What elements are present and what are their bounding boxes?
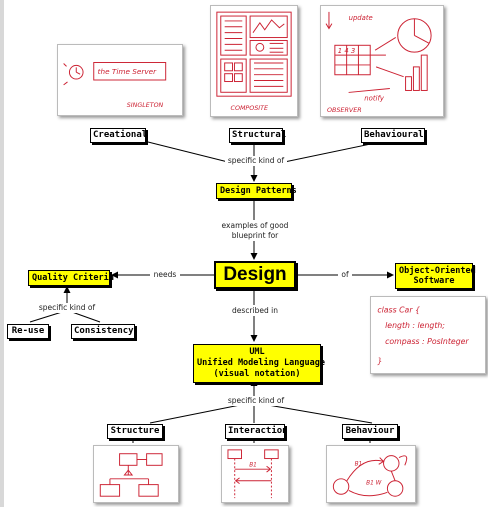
node-object-oriented[interactable]: Object-Oriented Software (395, 263, 476, 289)
label-specific-kind-quality: specific kind of (36, 303, 98, 313)
singleton-sketch: the Time Server SINGLETON (57, 44, 183, 116)
edge-behavioural (269, 139, 391, 166)
node-uml-line3: (visual notation) (213, 369, 301, 379)
sequence-msg-label: B1 (249, 462, 257, 468)
edge-behaviour (267, 404, 373, 424)
code-sketch: class Car { length : length; compass : P… (370, 296, 486, 374)
singleton-drawing: the Time Server SINGLETON (63, 62, 167, 109)
node-behaviour[interactable]: Behaviour (342, 424, 398, 439)
node-consistency[interactable]: Consistency (71, 324, 135, 339)
observer-sketch: 1 4 3 update notify OBSERVER (320, 5, 444, 117)
observer-drawing: 1 4 3 update notify OBSERVER (325, 11, 432, 114)
node-uml-line1: UML (249, 347, 265, 357)
sequence-diagram-drawing: B1 (227, 449, 279, 499)
node-oo-line1: Object-Oriented (399, 266, 476, 276)
code-line-3: compass : PosInteger (385, 337, 469, 346)
label-examples-blueprint: examples of good blueprint for (215, 221, 295, 241)
class-diagram-drawing (99, 453, 163, 497)
label-specific-kind-patterns: specific kind of (225, 156, 287, 166)
edge-consistency (71, 311, 101, 323)
code-line-2: length : length; (385, 321, 445, 330)
edge-reuse (29, 311, 63, 323)
node-interaction[interactable]: Interaction (225, 424, 288, 439)
behaviour-sketch: B1 B1 W (326, 445, 416, 503)
node-quality-criteria[interactable]: Quality Criteria (28, 270, 114, 286)
structure-sketch (93, 445, 179, 503)
node-structural[interactable]: Structural (229, 128, 286, 143)
composite-drawing: COMPOSITE (216, 11, 292, 112)
state-label-b1w: B1 W (366, 481, 381, 487)
label-specific-kind-uml: specific kind of (225, 396, 287, 406)
node-creational[interactable]: Creational (90, 128, 147, 143)
observer-caption: OBSERVER (327, 106, 362, 114)
label-examples-line1: examples of good (221, 221, 289, 230)
node-reuse[interactable]: Re-use (7, 324, 49, 339)
observer-update-text: update (349, 14, 373, 22)
code-line-1: class Car { (377, 306, 420, 315)
edge-structure (149, 404, 241, 424)
node-uml[interactable]: UML Unified Modeling Language (visual no… (193, 344, 325, 383)
node-structure[interactable]: Structure (107, 424, 163, 439)
label-examples-line2: blueprint for (231, 231, 279, 240)
composite-caption: COMPOSITE (231, 105, 269, 112)
label-described-in: described in (226, 306, 284, 316)
singleton-caption: SINGLETON (127, 102, 164, 109)
observer-notify-text: notify (364, 94, 385, 102)
composite-sketch: COMPOSITE (210, 5, 298, 117)
interaction-sketch: B1 (221, 445, 289, 503)
edge-creational (139, 139, 241, 166)
node-design-patterns[interactable]: Design Patterns (216, 183, 297, 199)
node-design[interactable]: Design (214, 261, 296, 289)
singleton-box-text: the Time Server (98, 67, 158, 76)
node-oo-line2: Software (413, 276, 455, 286)
label-of: of (338, 270, 352, 280)
node-uml-line2: Unified Modeling Language (197, 358, 325, 368)
observer-cell-a: 1 4 3 (338, 47, 355, 55)
code-drawing: class Car { length : length; compass : P… (377, 306, 469, 366)
label-needs: needs (150, 270, 180, 280)
node-behavioural[interactable]: Behavioural (361, 128, 425, 143)
state-diagram-drawing: B1 B1 W (332, 455, 408, 497)
state-label-b1: B1 (355, 461, 363, 467)
code-line-4: } (377, 356, 382, 365)
